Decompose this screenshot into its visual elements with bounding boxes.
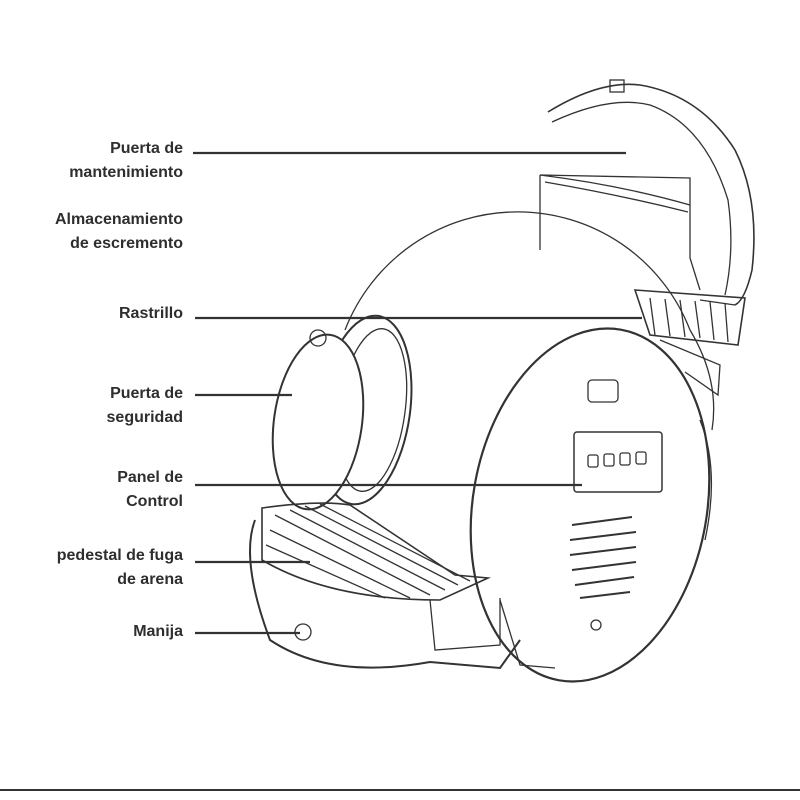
maintenance-door-shell [547, 83, 755, 306]
door-handle-slot [587, 379, 619, 403]
label-rake: Rastrillo [119, 302, 183, 326]
waste-storage-box [539, 174, 701, 291]
vent-slots [569, 516, 637, 599]
label-line: Puerta de [110, 385, 183, 402]
bottom-divider [0, 789, 800, 791]
label-handle: Manija [133, 620, 183, 644]
label-line: de arena [117, 571, 183, 588]
label-waste-storage: Almacenamiento de escremento [55, 208, 183, 256]
front-door [469, 327, 711, 683]
label-line: Control [126, 493, 183, 510]
sphere-body [344, 211, 691, 331]
label-line: mantenimiento [69, 164, 183, 181]
drawer [429, 598, 501, 651]
maintenance-door-inner [551, 101, 732, 296]
safety-door [271, 333, 365, 511]
label-line: Rastrillo [118, 305, 183, 322]
label-line: Almacenamiento [54, 211, 183, 228]
label-maintenance-door: Puerta de mantenimiento [69, 137, 183, 185]
rake-bracket [659, 339, 721, 397]
label-line: Puerta de [110, 140, 183, 157]
rake-grid [633, 289, 746, 346]
label-line: seguridad [106, 409, 183, 426]
door-screw [590, 619, 602, 631]
maintenance-door-latch [609, 79, 625, 93]
leader-lines [193, 151, 642, 635]
base-front [499, 599, 556, 669]
control-panel [573, 431, 663, 493]
label-line: de escremento [70, 235, 183, 252]
label-control-panel: Panel de Control [117, 466, 183, 514]
safety-door-hinge [309, 329, 327, 347]
label-line: pedestal de fuga [56, 547, 183, 564]
label-safety-door: Puerta de seguridad [107, 382, 183, 430]
front-door-rim [699, 419, 713, 541]
sphere-side [689, 329, 715, 431]
base-shell [249, 519, 521, 670]
label-line: Manija [133, 623, 183, 640]
label-sand-leak-pedestal: pedestal de fuga de arena [57, 544, 183, 592]
label-line: Panel de [117, 469, 183, 486]
waste-storage-tray [544, 181, 689, 213]
sand-leak-pedestal-grid [261, 502, 492, 601]
maintenance-door-bottom [699, 299, 736, 306]
